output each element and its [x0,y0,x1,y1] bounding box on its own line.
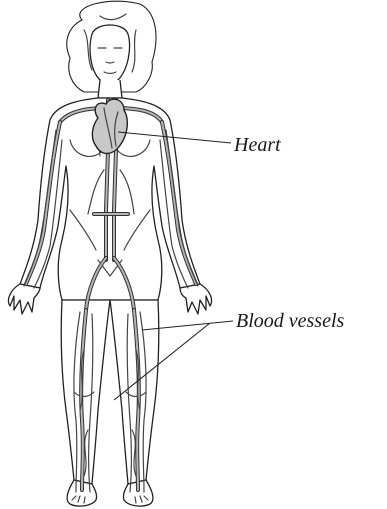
right-hand [180,284,212,314]
legs [61,300,159,484]
left-hand [8,284,40,314]
heart-label: Heart [233,134,281,156]
blood-vessels-label: Blood vessels [236,310,345,332]
